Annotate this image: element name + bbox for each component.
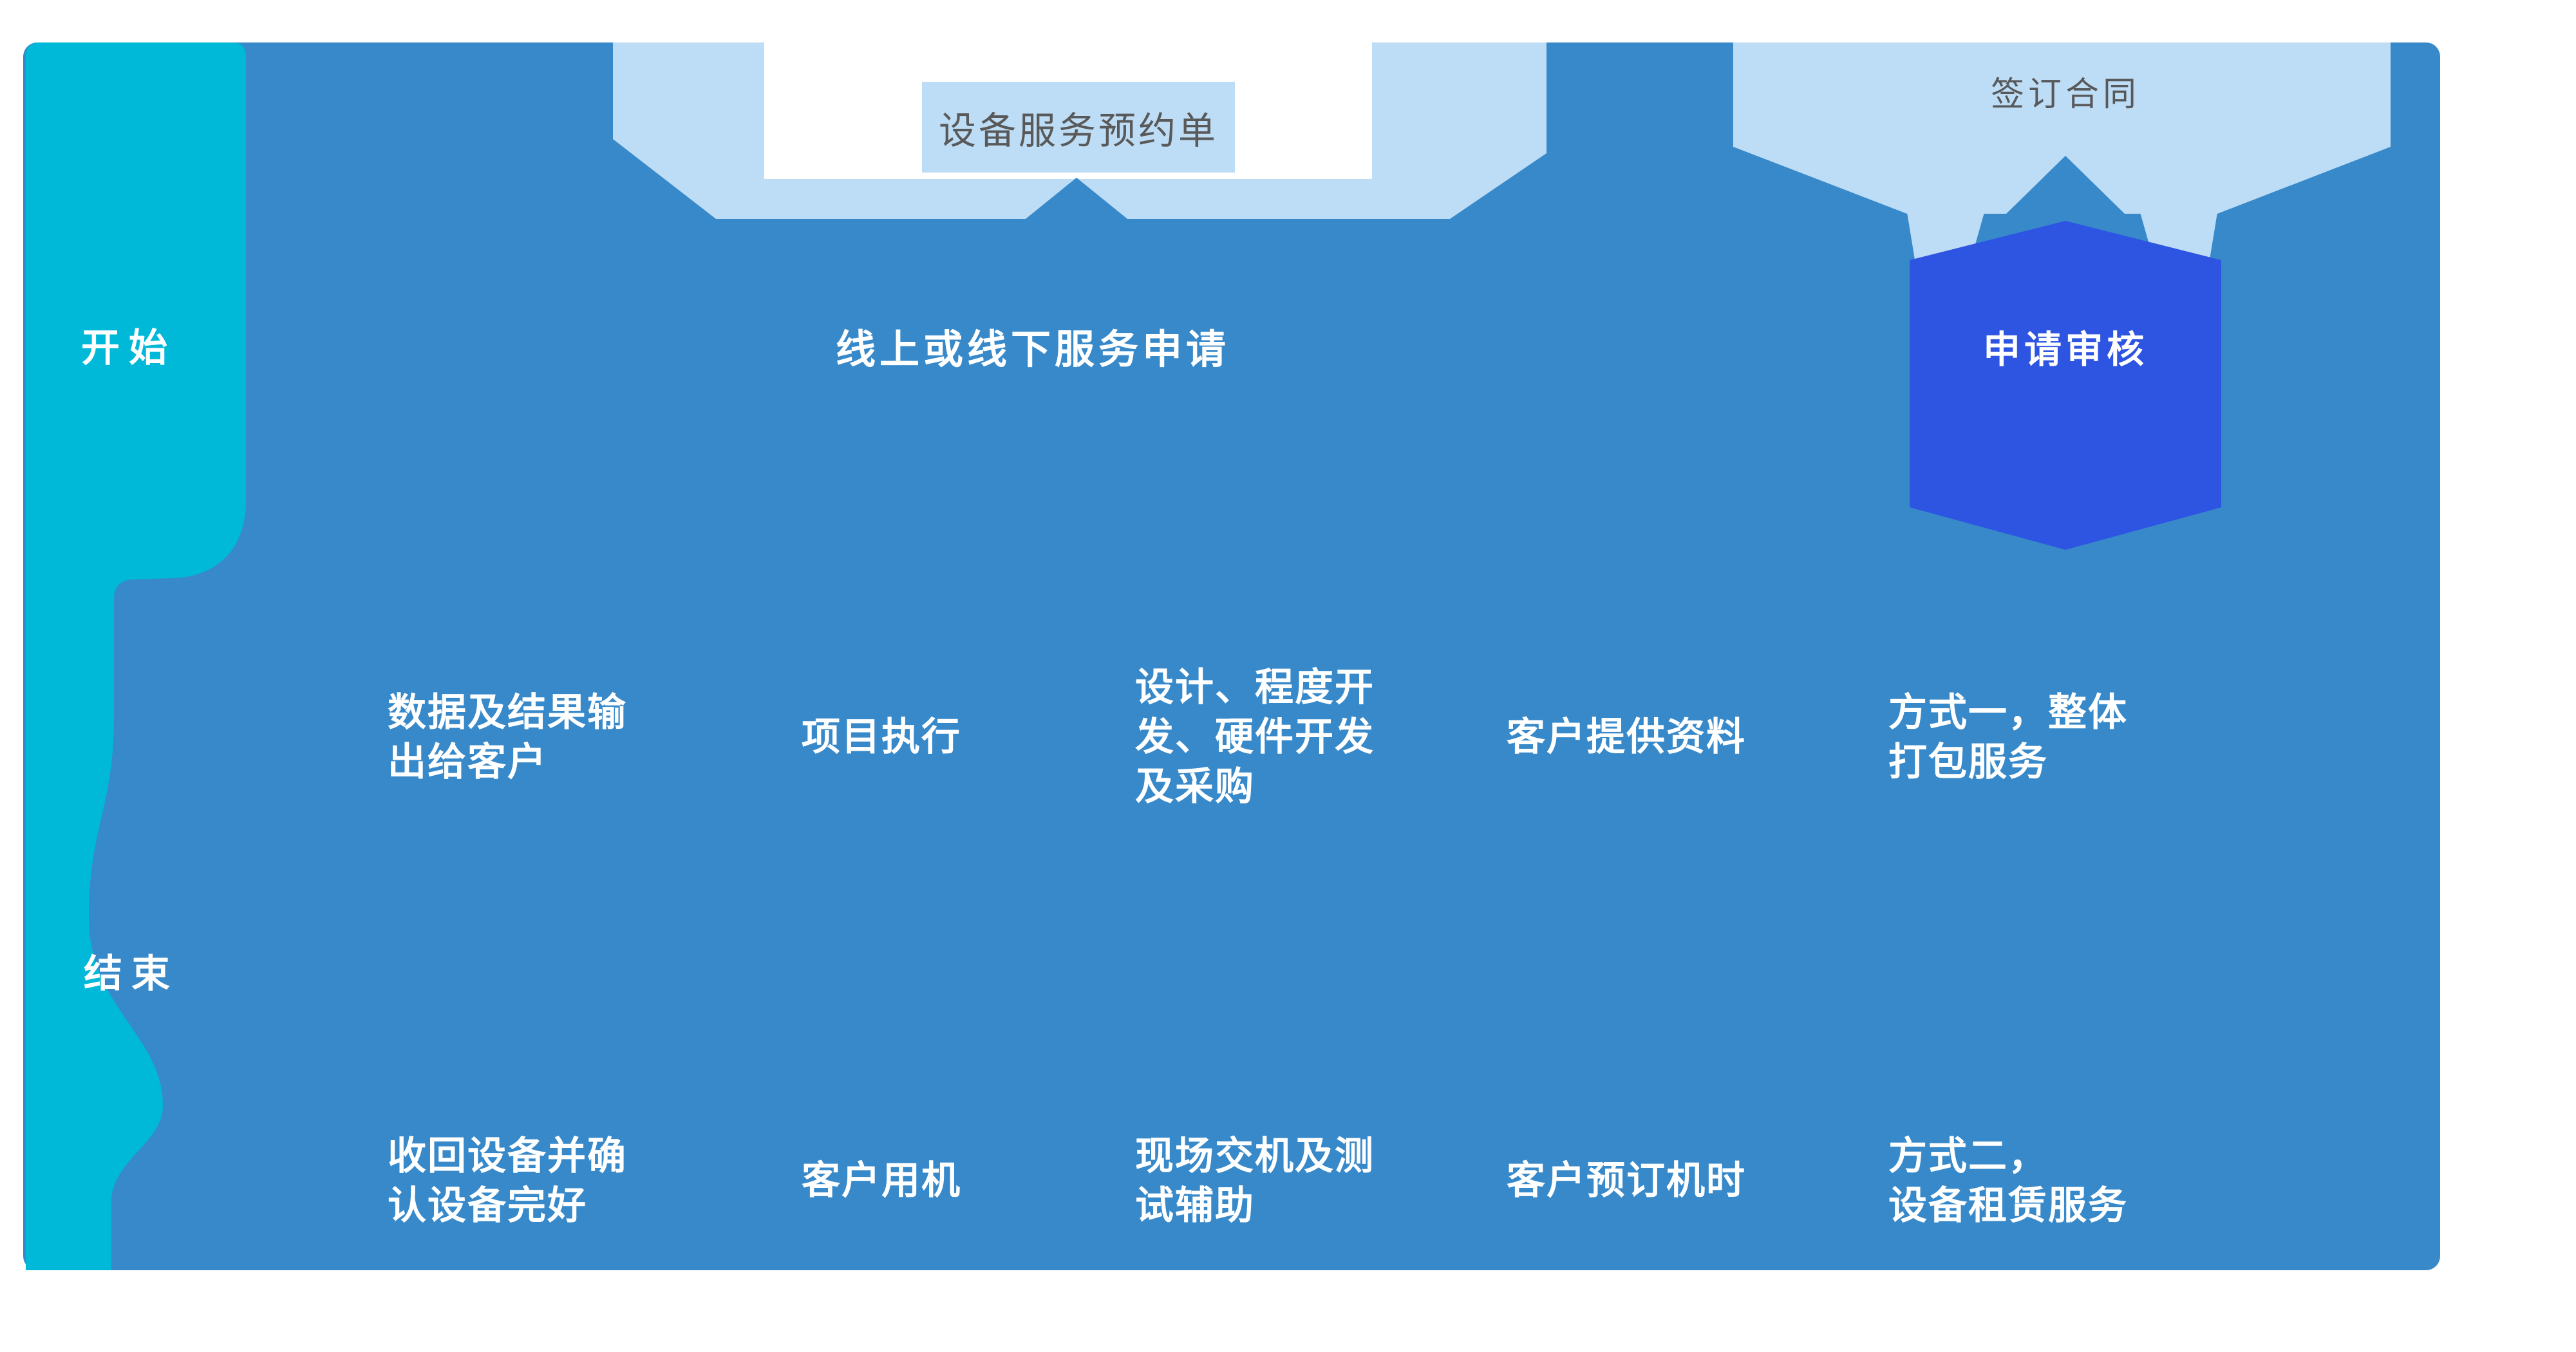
online-apply-label: 线上或线下服务申请 xyxy=(835,328,1230,372)
review-label: 申请审核 xyxy=(1982,329,2148,371)
sign-contract-label: 签订合同 xyxy=(1990,76,2140,113)
contract-banner xyxy=(1733,42,2391,214)
step-booking-time: 客户预订机时 xyxy=(1507,1159,1746,1202)
step-design-development: 设计、程度开 发、硬件开发 及采购 xyxy=(1135,666,1375,808)
step-method-two: 方式二， 设备租赁服务 xyxy=(1888,1134,2128,1227)
start-label: 开始 xyxy=(81,326,176,370)
end-label: 结束 xyxy=(84,952,179,995)
step-customer-use: 客户用机 xyxy=(802,1159,961,1202)
step-customer-materials: 客户提供资料 xyxy=(1507,715,1746,758)
canvas-background xyxy=(23,42,2440,1270)
reservation-form-box: 设备服务预约单 xyxy=(922,82,1235,173)
contract-notch-triangle xyxy=(2005,156,2126,215)
step-onsite-delivery: 现场交机及测 试辅助 xyxy=(1135,1134,1375,1227)
step-data-output: 数据及结果输 出给客户 xyxy=(388,691,627,784)
start-end-ribbon xyxy=(26,42,246,1270)
step-equipment-return: 收回设备并确 认设备完好 xyxy=(388,1134,627,1227)
step-project-execution: 项目执行 xyxy=(802,715,961,758)
review-ribbon xyxy=(1910,221,2221,550)
reservation-form-label: 设备服务预约单 xyxy=(938,109,1218,152)
banner-notch-triangle xyxy=(1022,178,1131,221)
step-method-one: 方式一，整体 打包服务 xyxy=(1888,691,2128,784)
